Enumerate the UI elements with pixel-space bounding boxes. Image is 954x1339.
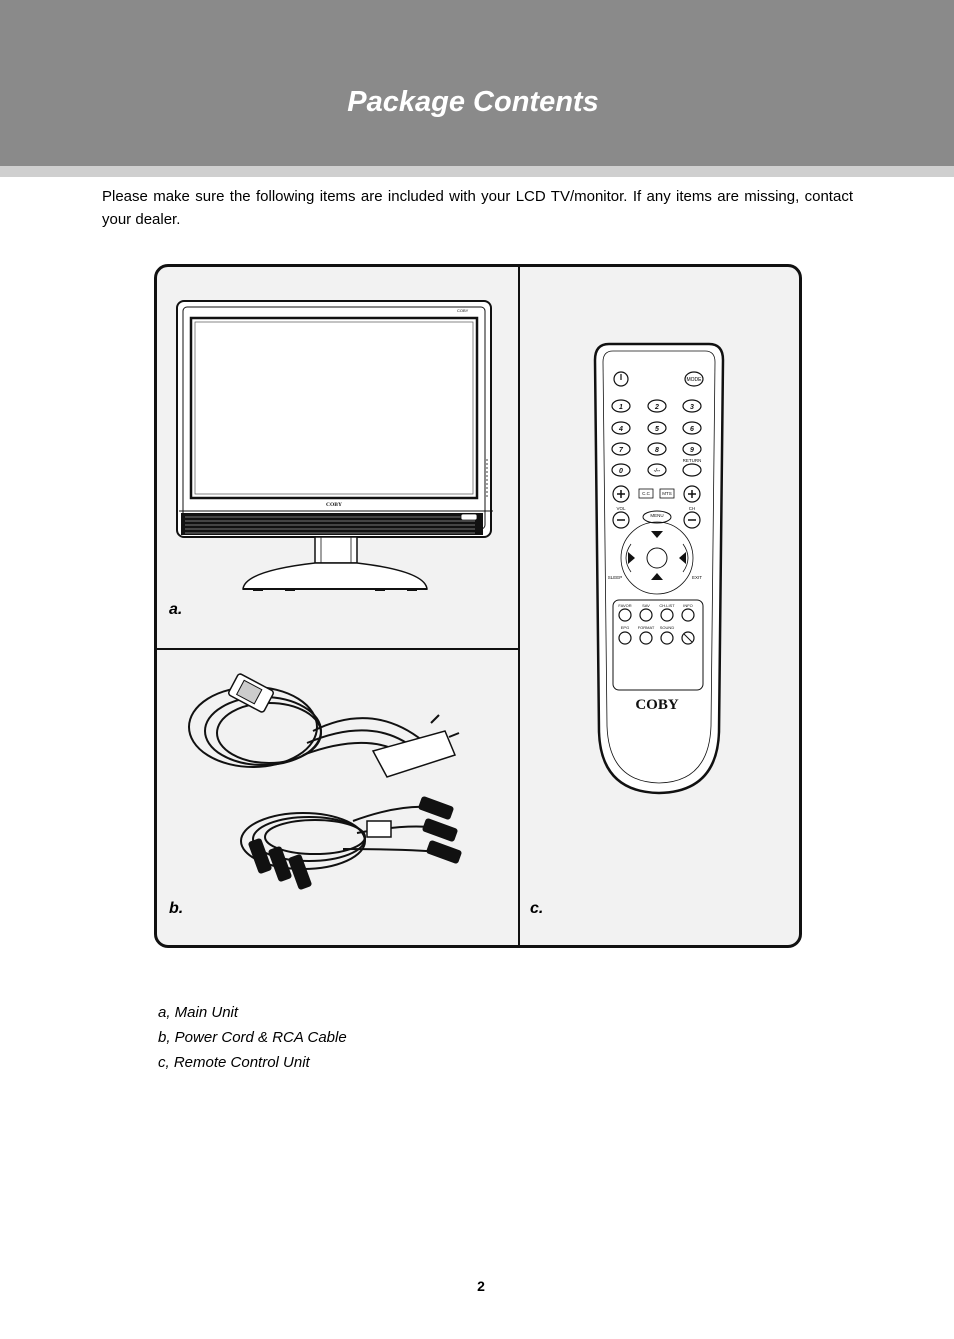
svg-text:6: 6 xyxy=(690,426,694,433)
page-number: 2 xyxy=(477,1278,485,1294)
svg-text:COBY: COBY xyxy=(457,308,469,313)
svg-text:FORMAT: FORMAT xyxy=(638,625,655,630)
svg-text:-/--: -/-- xyxy=(654,468,661,474)
svg-text:0: 0 xyxy=(619,468,623,475)
svg-text:4: 4 xyxy=(618,426,623,433)
svg-text:1: 1 xyxy=(619,404,623,411)
tv-brand-text: COBY xyxy=(326,502,342,508)
svg-text:CH.LIST: CH.LIST xyxy=(659,603,675,608)
page-title: Package Contents xyxy=(347,86,599,118)
panel-divider-vertical xyxy=(518,267,520,945)
main-unit-illustration: COBY COBY xyxy=(176,300,493,591)
label-b: b. xyxy=(169,900,184,917)
svg-text:SOUND: SOUND xyxy=(660,625,675,630)
svg-text:CH: CH xyxy=(689,506,696,511)
panel-divider-horizontal xyxy=(157,648,518,650)
svg-text:9: 9 xyxy=(690,447,694,454)
svg-text:RETURN: RETURN xyxy=(683,458,702,463)
label-a: a. xyxy=(169,601,183,618)
svg-text:5: 5 xyxy=(655,426,659,433)
svg-text:FAVOR: FAVOR xyxy=(618,603,631,608)
svg-text:SLEEP: SLEEP xyxy=(608,575,623,580)
svg-text:MENU: MENU xyxy=(650,513,663,518)
legend-item-c: c, Remote Control Unit xyxy=(158,1054,310,1071)
svg-text:8: 8 xyxy=(655,447,659,454)
svg-text:EXIT: EXIT xyxy=(692,575,702,580)
intro-paragraph: Please make sure the following items are… xyxy=(102,188,853,228)
header-strip xyxy=(0,166,954,177)
contents-panel: COBY COBY a. xyxy=(154,264,802,948)
remote-mode-text: MODE xyxy=(687,377,703,383)
remote-brand-logo: COBY xyxy=(635,697,679,713)
svg-text:MTS: MTS xyxy=(662,491,672,496)
svg-text:VOL: VOL xyxy=(616,506,626,511)
legend-item-b: b, Power Cord & RCA Cable xyxy=(158,1029,347,1046)
remote-control-illustration: MODE 1 2 3 4 5 6 7 8 9 0 -/-- xyxy=(593,342,725,795)
svg-text:C.C: C.C xyxy=(642,491,651,496)
svg-text:INFO: INFO xyxy=(683,603,693,608)
contents-legend: a, Main Unit b, Power Cord & RCA Cable c… xyxy=(158,1000,347,1075)
legend-item-a: a, Main Unit xyxy=(158,1004,239,1021)
svg-text:3: 3 xyxy=(690,404,694,411)
svg-text:2: 2 xyxy=(654,404,659,411)
svg-text:SAV: SAV xyxy=(642,603,650,608)
cables-illustration xyxy=(188,673,462,890)
label-c: c. xyxy=(530,900,544,917)
svg-text:7: 7 xyxy=(619,447,624,454)
svg-text:EPG: EPG xyxy=(621,625,629,630)
header-band xyxy=(0,0,954,166)
